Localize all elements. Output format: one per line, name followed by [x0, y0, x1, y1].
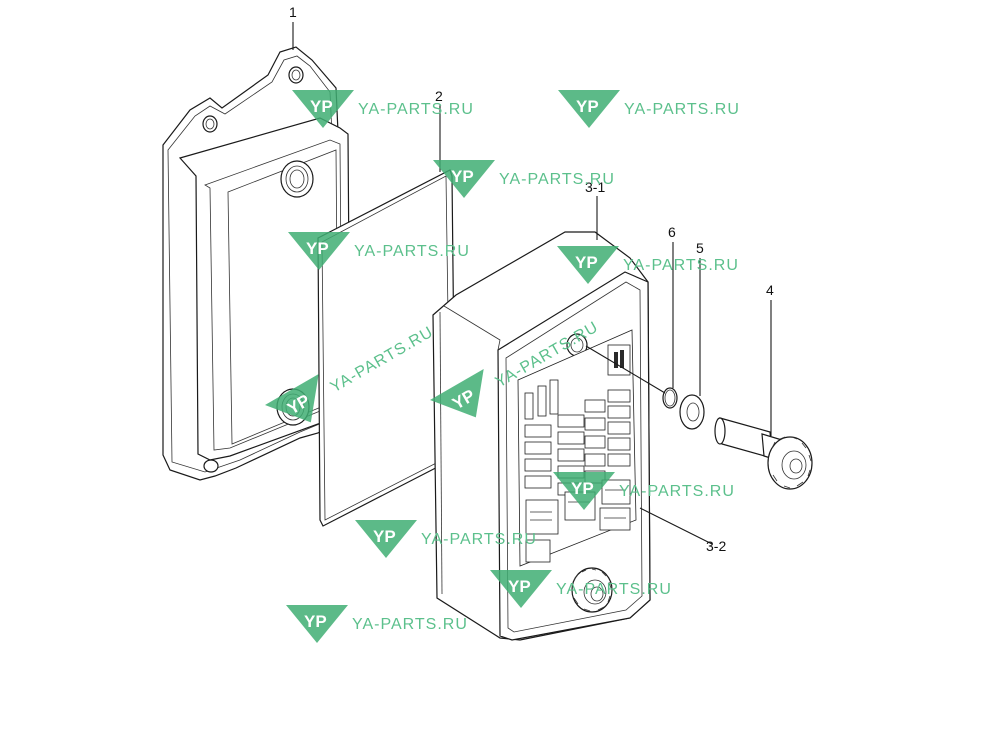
callout-4: 4 — [766, 282, 774, 298]
watermark-text: YA-PARTS.RU — [421, 531, 537, 548]
watermark-stamp: YP YA-PARTS.RU — [558, 90, 740, 128]
watermark-stamp: YP YA-PARTS.RU — [292, 90, 474, 128]
watermark-text: YA-PARTS.RU — [623, 257, 739, 274]
housing-knob — [571, 567, 613, 613]
watermark-logo-icon — [286, 605, 348, 643]
watermark-text: YA-PARTS.RU — [619, 483, 735, 500]
watermark-stamp: YP YA-PARTS.RU — [433, 160, 615, 198]
watermark-text: YA-PARTS.RU — [358, 101, 474, 118]
part-6-o-ring — [662, 387, 678, 409]
callout-1: 1 — [289, 4, 297, 20]
callout-3-1: 3-1 — [585, 179, 605, 195]
watermark-logo-icon — [288, 232, 350, 270]
callout-6: 6 — [668, 224, 676, 240]
watermark-logo-icon — [355, 520, 417, 558]
watermark-logo-icon — [292, 90, 354, 128]
watermark-logo-letters: YP — [576, 97, 599, 116]
watermark-stamp: YP YA-PARTS.RU — [557, 246, 739, 284]
watermark-text: YA-PARTS.RU — [354, 243, 470, 260]
callout-5: 5 — [696, 240, 704, 256]
callout-3-2: 3-2 — [706, 538, 726, 554]
watermark-logo-letters: YP — [508, 577, 531, 596]
callout-labels: 1 2 3-1 6 5 4 3-2 — [289, 4, 774, 554]
watermark-logo-letters: YP — [306, 239, 329, 258]
watermark-logo-letters: YP — [304, 612, 327, 631]
watermark-logo-letters: YP — [575, 253, 598, 272]
watermark-stamp: YP YA-PARTS.RU — [355, 520, 537, 558]
watermark-logo-letters: YP — [571, 479, 594, 498]
watermark-logo-letters: YP — [310, 97, 333, 116]
watermark-logo-letters: YP — [373, 527, 396, 546]
watermark-text: YA-PARTS.RU — [499, 171, 615, 188]
watermark-logo-letters: YP — [451, 167, 474, 186]
watermark-stamp: YP YA-PARTS.RU — [288, 232, 470, 270]
watermark-text: YA-PARTS.RU — [556, 581, 672, 598]
watermark-stamp: YP YA-PARTS.RU — [490, 570, 672, 608]
part-5-washer — [679, 394, 705, 430]
watermark-logo-icon — [557, 246, 619, 284]
leader-lines — [292, 22, 772, 545]
watermark-text: YA-PARTS.RU — [352, 616, 468, 633]
watermark-logo-icon — [558, 90, 620, 128]
watermark-logo-icon — [553, 472, 615, 510]
watermark-logo-icon — [430, 369, 484, 418]
watermark-stamp: YP YA-PARTS.RU — [286, 605, 468, 643]
part-4-knob-shaft — [714, 417, 813, 490]
callout-2: 2 — [435, 88, 443, 104]
watermark-logo-icon — [490, 570, 552, 608]
watermark-text: YA-PARTS.RU — [624, 101, 740, 118]
watermark-stamp: YP YA-PARTS.RU — [553, 472, 735, 510]
watermark-logo-icon — [433, 160, 495, 198]
watermark-logo-icon — [265, 374, 319, 423]
